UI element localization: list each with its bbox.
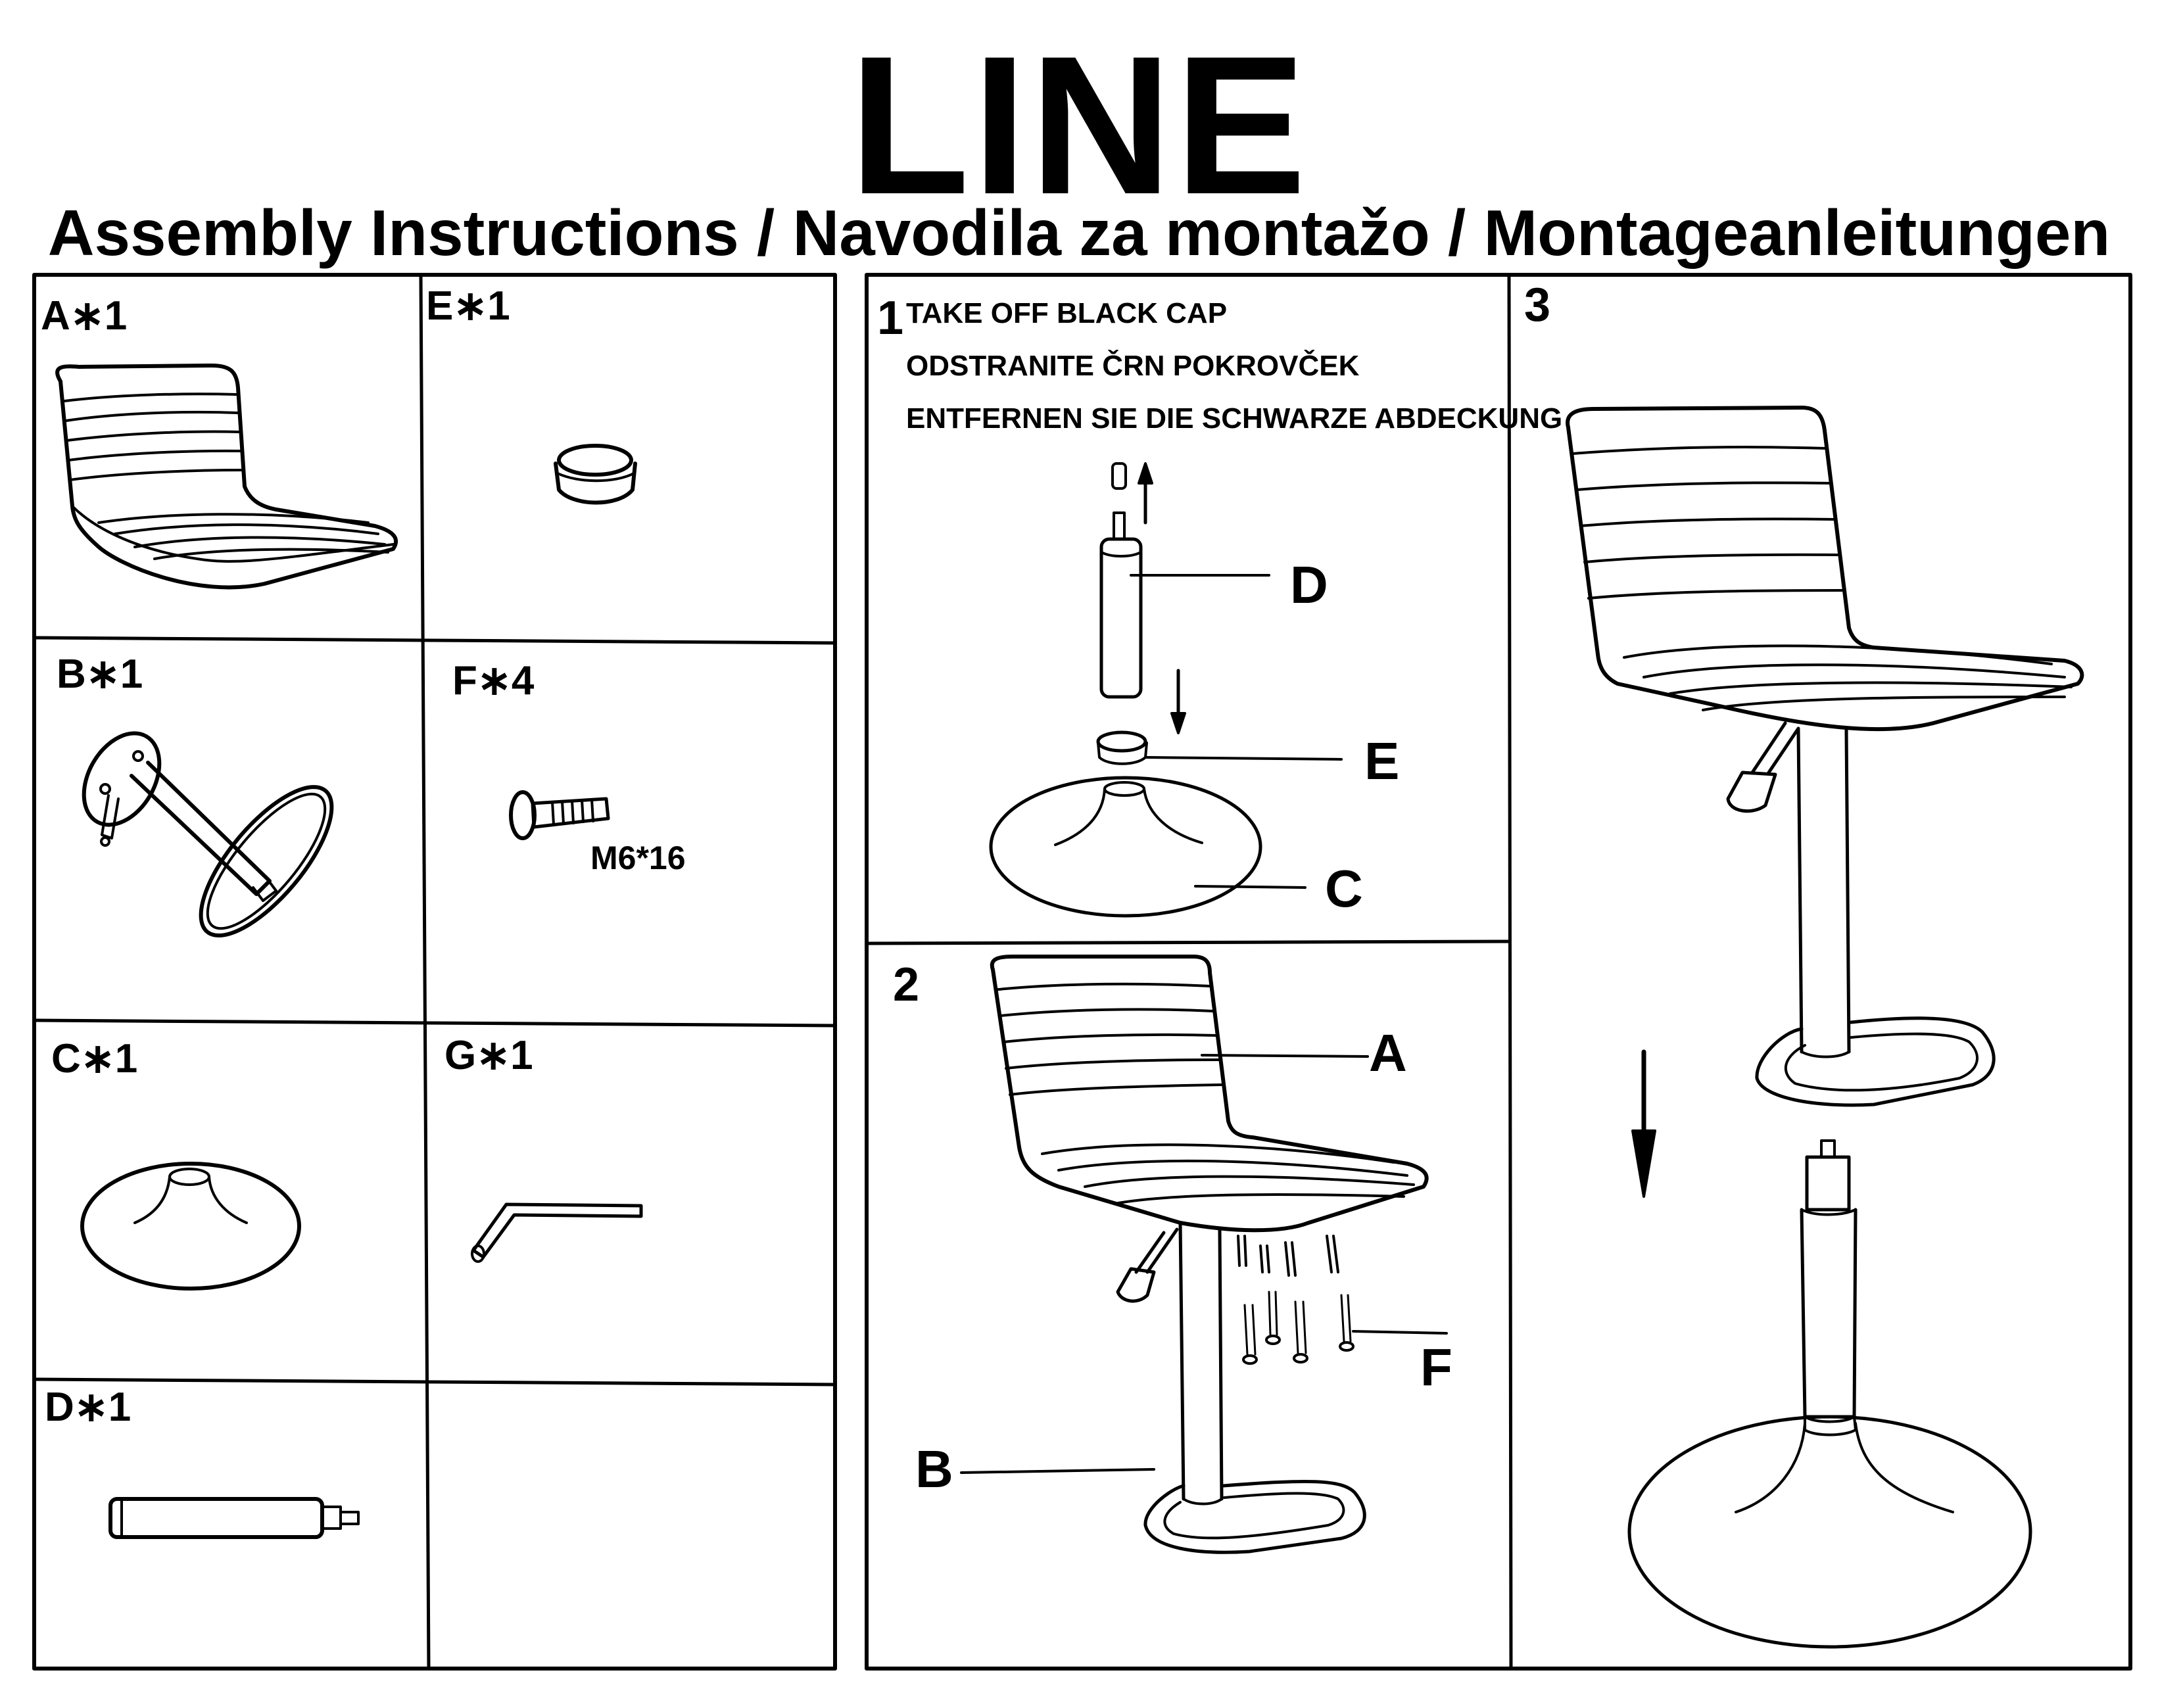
- step-2-number: 2: [893, 959, 920, 1011]
- callout-f: F: [1420, 1338, 1452, 1396]
- document-subtitle: Assembly Instructions / Navodila za mont…: [47, 197, 2111, 269]
- part-label-b: B∗1: [57, 652, 143, 697]
- step-1-instruction-en: TAKE OFF BLACK CAP: [906, 297, 1228, 329]
- callout-d: D: [1290, 556, 1328, 614]
- step3-drawing: [1566, 406, 2084, 1649]
- callout-e: E: [1364, 732, 1400, 790]
- part-label-e: E∗1: [426, 283, 510, 329]
- cap-icon: [554, 444, 637, 505]
- gas-cylinder-icon: [108, 1497, 360, 1539]
- steps-frame: [865, 273, 2132, 1671]
- callout-c: C: [1325, 859, 1363, 918]
- part-label-d: D∗1: [45, 1385, 132, 1430]
- allen-key-icon: [471, 1202, 643, 1263]
- step-1-instruction-de: ENTFERNEN SIE DIE SCHWARZE ABDECKUNG: [906, 402, 1563, 435]
- parts-grid: [32, 273, 837, 1671]
- step-1-number: 1: [877, 292, 904, 344]
- document-title: LINE: [849, 14, 1309, 235]
- part-label-g: G∗1: [444, 1033, 533, 1078]
- part-label-c: C∗1: [51, 1036, 138, 1081]
- step-3-number: 3: [1524, 279, 1551, 331]
- step-1-instruction-sl: ODSTRANITE ČRN POKROVČEK: [906, 350, 1360, 382]
- screw-size-label: M6*16: [590, 840, 686, 876]
- step1-drawing: [989, 462, 1343, 918]
- base-icon: [80, 1162, 301, 1291]
- part-label-a: A∗1: [41, 293, 128, 339]
- screw-icon: [509, 790, 610, 840]
- step2-drawing: [960, 955, 1448, 1554]
- seat-icon: [55, 363, 398, 590]
- callout-b: B: [915, 1440, 953, 1498]
- part-label-f: F∗4: [452, 658, 535, 703]
- callout-a: A: [1369, 1024, 1407, 1082]
- footrest-mechanism-icon: [82, 731, 334, 937]
